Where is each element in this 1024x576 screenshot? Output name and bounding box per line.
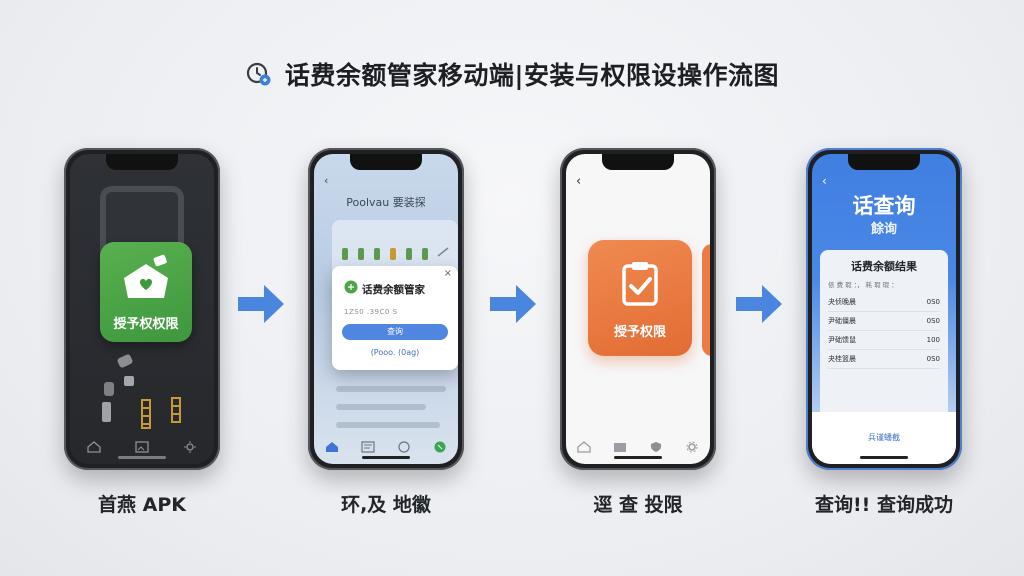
home-icon[interactable] [577, 438, 591, 453]
phone-step-3: ‹ 授予权限 [560, 148, 716, 470]
phone-screen-1: 授予权权限 [70, 154, 214, 464]
app-tile-label: 授予权权限 [113, 317, 179, 332]
row-value: 0S0 [926, 355, 940, 363]
home-icon[interactable] [87, 438, 101, 453]
clipboard-check-icon [622, 262, 658, 306]
blurred-line [336, 404, 426, 410]
row-value: 0S0 [926, 298, 940, 306]
install-decor-icon [102, 354, 181, 429]
dialog-link[interactable]: (Pooo. (0ag) [370, 348, 420, 357]
blurred-icons-row [342, 247, 449, 260]
row-value: 0S0 [926, 317, 940, 325]
settings-icon[interactable] [183, 438, 197, 453]
page-title: 话费余额管家移动端|安装与权限设操作流图 [284, 61, 780, 90]
permission-tile[interactable]: 授予权限 [588, 240, 692, 356]
shield-icon[interactable] [649, 438, 663, 452]
home-indicator [860, 456, 908, 459]
chat-icon[interactable] [397, 438, 411, 453]
phone-screen-2: ‹ Poolvau 要装探 × 话费余额管家 1ZS0 .39C0 S 查询 (… [314, 154, 458, 464]
bottom-link[interactable]: 兵谨蟠截 [868, 433, 900, 442]
row-label: 尹础馈鼠 [828, 336, 856, 344]
result-card: 话费余额结果 侬 费 瑕 ：， 耗 瑕 瑕 ： 夬侦晚晨 0S0 尹础僵晨 0S… [820, 250, 948, 426]
folder-icon[interactable] [613, 438, 627, 452]
home-indicator [118, 456, 166, 459]
wallet-heart-icon [124, 254, 168, 298]
list-icon[interactable] [361, 438, 375, 453]
result-row: 尹础僵晨 0S0 [828, 312, 940, 331]
home-indicator [362, 456, 410, 459]
result-row: 夬侦晚晨 0S0 [828, 293, 940, 312]
step-caption-3: 逕 查 投限 [593, 494, 683, 516]
next-tile-peek [702, 244, 710, 356]
phone-notch [350, 154, 422, 170]
picture-icon[interactable] [135, 438, 149, 453]
row-label: 尹础僵晨 [828, 317, 856, 325]
bottom-nav [314, 438, 458, 453]
step-caption-2: 环,及 地徽 [341, 494, 431, 516]
row-label: 夬桂篮晨 [828, 355, 856, 363]
arrow-right-icon [238, 285, 284, 323]
row-label: 夬侦晚晨 [828, 298, 856, 306]
clock-search-icon [245, 60, 273, 88]
bottom-area: 兵谨蟠截 [812, 412, 956, 464]
app-badge-icon [344, 280, 358, 294]
title-row: 话费余额管家移动端|安装与权限设操作流图 [0, 56, 1024, 92]
blurred-line [336, 422, 440, 428]
home-icon[interactable] [325, 438, 339, 452]
home-indicator [614, 456, 662, 459]
arrow-right-icon [490, 285, 536, 323]
phone-notch [602, 154, 674, 170]
screen-title: 话查询 [852, 194, 916, 218]
query-button[interactable]: 查询 [342, 324, 448, 340]
result-row: 尹础馈鼠 100 [828, 331, 940, 350]
dialog-subtitle: 1ZS0 .39C0 S [344, 308, 398, 316]
phone-notch [848, 154, 920, 170]
phone-step-2: ‹ Poolvau 要装探 × 话费余额管家 1ZS0 .39C0 S 查询 (… [308, 148, 464, 470]
bottom-nav [70, 438, 214, 453]
permission-dialog: × 话费余额管家 1ZS0 .39C0 S 查询 (Pooo. (0ag) [332, 266, 458, 370]
row-value: 100 [926, 336, 940, 344]
bottom-nav [566, 438, 710, 453]
result-subtitle: 侬 费 瑕 ：， 耗 瑕 瑕 ： [828, 281, 898, 289]
step-caption-1: 首燕 APK [98, 494, 186, 516]
arrow-right-icon [736, 285, 782, 323]
back-chevron-icon[interactable]: ‹ [822, 174, 827, 188]
screen-subtitle: 餘询 [870, 222, 897, 237]
app-icon-tile[interactable]: 授予权权限 [100, 242, 192, 342]
phone-step-1: 授予权权限 [64, 148, 220, 470]
phone-icon[interactable] [433, 438, 447, 453]
phone-screen-4: ‹ 话查询 餘询 话费余额结果 侬 费 瑕 ：， 耗 瑕 瑕 ： 夬侦晚晨 0S… [812, 154, 956, 464]
back-chevron-icon[interactable]: ‹ [324, 174, 329, 187]
back-chevron-icon[interactable]: ‹ [576, 174, 582, 189]
phone-screen-3: ‹ 授予权限 [566, 154, 710, 464]
permission-tile-label: 授予权限 [613, 325, 666, 340]
dialog-title: 话费余额管家 [362, 284, 425, 296]
step-caption-4: 查询!! 查询成功 [815, 494, 953, 516]
phone-notch [106, 154, 178, 170]
result-row: 夬桂篮晨 0S0 [828, 350, 940, 369]
blurred-line [336, 386, 446, 392]
result-title: 话费余额结果 [851, 260, 917, 273]
screen-header: Poolvau 要装探 [346, 196, 426, 209]
phone-step-4: ‹ 话查询 餘询 话费余额结果 侬 费 瑕 ：， 耗 瑕 瑕 ： 夬侦晚晨 0S… [806, 148, 962, 470]
gear-icon[interactable] [685, 438, 699, 453]
close-icon[interactable]: × [443, 268, 452, 279]
